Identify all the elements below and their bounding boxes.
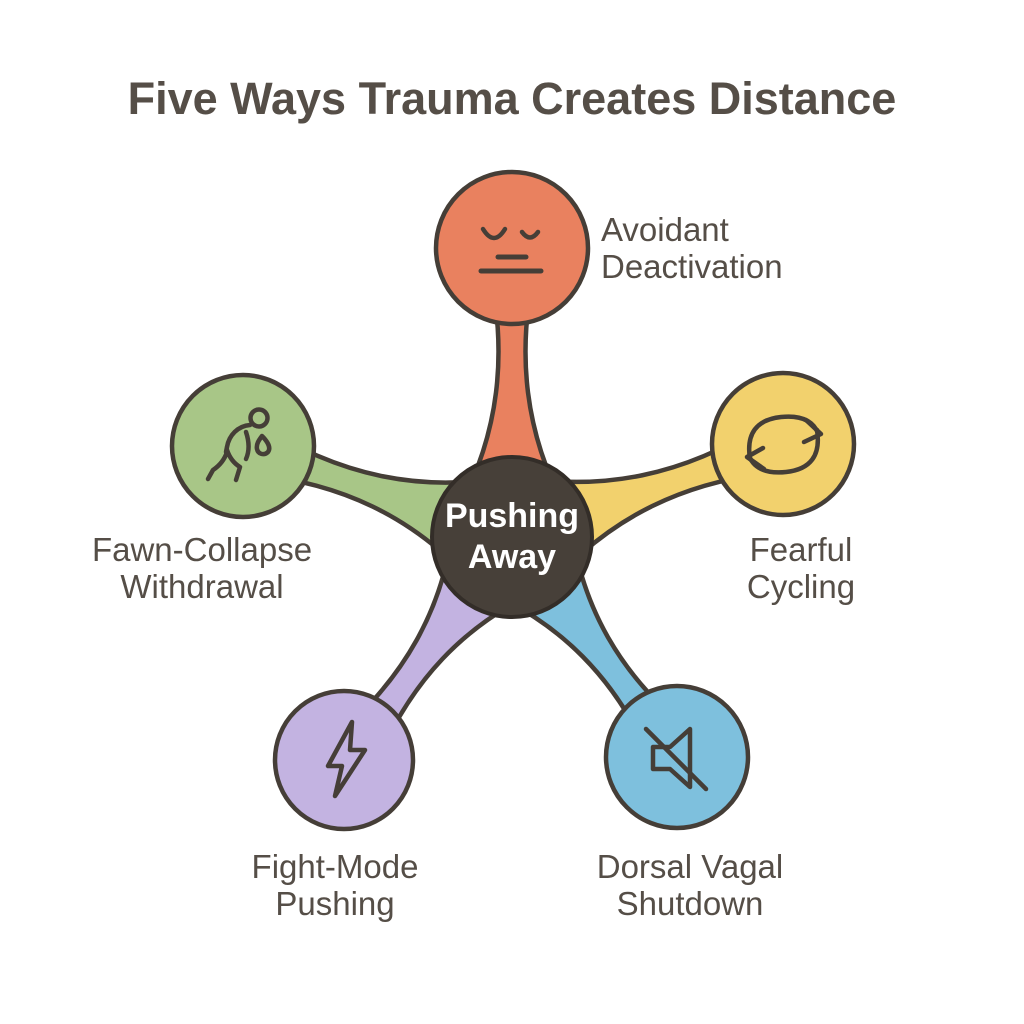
center-node-circle [430, 455, 594, 619]
node-circle-fearful [709, 370, 857, 518]
lightning-bolt-icon [325, 719, 368, 799]
page-title: Five Ways Trauma Creates Distance [127, 73, 897, 124]
neutral-face-icon [478, 226, 544, 274]
cycle-arrows-icon [744, 414, 824, 475]
node-label-fawn-collapse-withdrawal: Fawn-Collapse Withdrawal [91, 531, 313, 605]
node-circle-fight [272, 688, 416, 832]
node-circles [169, 169, 857, 832]
slumped-person-icon [205, 407, 272, 483]
node-circle-avoidant [433, 169, 591, 327]
node-label-fearful-cycling: Fearful Cycling [746, 531, 856, 605]
node-icons [205, 226, 824, 799]
node-label-avoidant-deactivation: Avoidant Deactivation [601, 211, 783, 285]
node-label-dorsal-vagal-shutdown: Dorsal Vagal Shutdown [596, 848, 784, 922]
muted-speaker-icon [643, 726, 709, 792]
node-circle-fawn [169, 372, 317, 520]
center-node-label: Pushing Away [444, 497, 580, 576]
node-label-fight-mode-pushing: Fight-Mode Pushing [251, 848, 419, 922]
